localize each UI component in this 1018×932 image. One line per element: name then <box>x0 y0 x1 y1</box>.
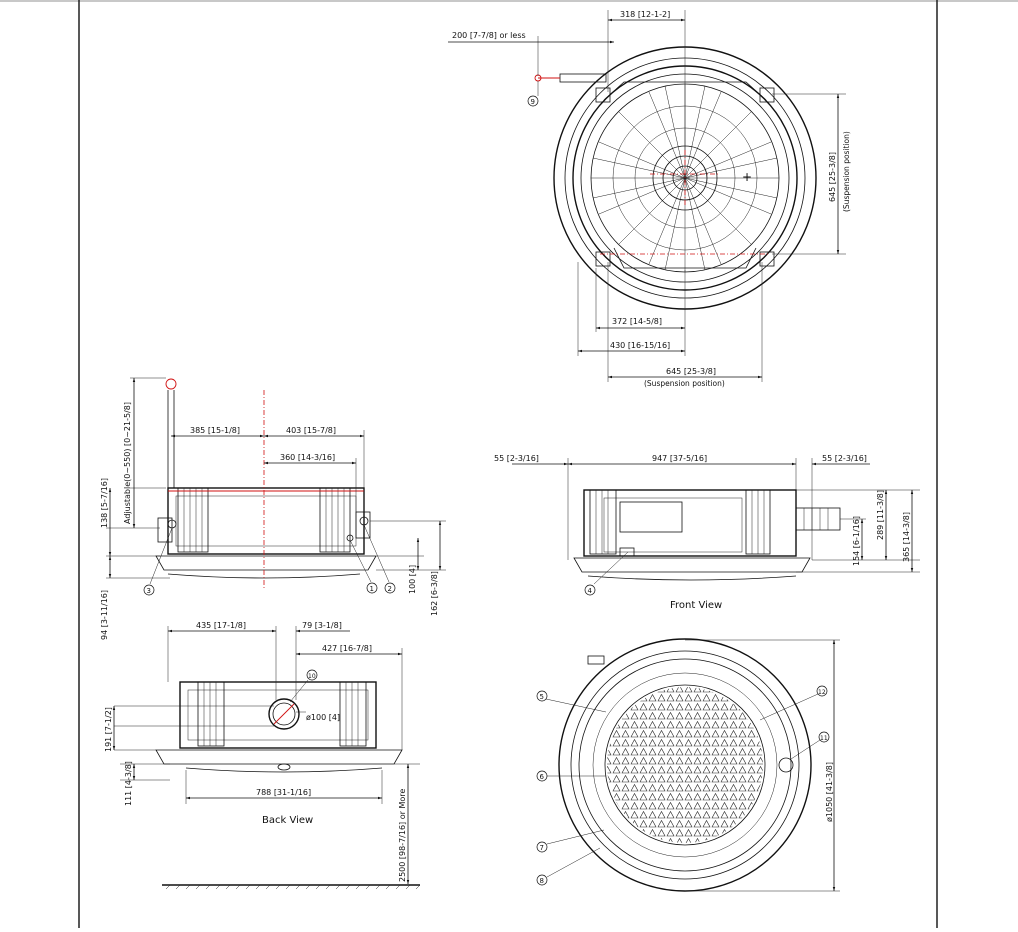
bottom-intake-grille <box>607 687 763 843</box>
side-unit-body <box>167 487 365 555</box>
back-view: 435 [17-1/8] 79 [3-1/8] 427 [16-7/8] ø10… <box>104 621 421 890</box>
side-view: 385 [15-1/8] 403 [15-7/8] 360 [14-3/16] … <box>100 377 446 640</box>
dim-138: 138 [5-7/16] <box>100 478 109 528</box>
dim-435: 435 [17-1/8] <box>196 621 246 630</box>
dim-162: 162 [6-3/8] <box>430 571 439 616</box>
back-unit-body <box>179 681 377 749</box>
back-view-label: Back View <box>262 815 313 826</box>
dim-289: 289 [11-3/8] <box>876 490 885 540</box>
dim-55-left: 55 [2-3/16] <box>494 454 539 463</box>
callout-8 <box>536 874 548 886</box>
dim-100: 100 [4] <box>408 565 417 594</box>
suspension-bracket-tl <box>595 87 611 103</box>
callout-3 <box>143 584 155 596</box>
callout-6 <box>536 770 548 782</box>
suspension-label-v: (Suspension position) <box>842 131 851 212</box>
bottom-view: ø1050 [41-3/8] 5 6 7 8 11 12 <box>536 638 840 892</box>
dim-1050: ø1050 [41-3/8] <box>825 762 834 822</box>
callout-12 <box>816 685 828 697</box>
callout-11 <box>818 731 830 743</box>
front-view-label: Front View <box>670 600 722 611</box>
dim-2500: 2500 [98-7/16] or More <box>398 789 407 882</box>
suspension-bracket-bl <box>595 251 611 267</box>
callout-1 <box>366 582 378 594</box>
svg-text:6: 6 <box>540 773 545 781</box>
svg-text:8: 8 <box>540 877 544 885</box>
svg-text:10: 10 <box>308 673 316 680</box>
drain-pipe-top <box>559 73 607 83</box>
dim-645-horizontal: 645 [25-3/8] <box>666 367 716 376</box>
dim-318: 318 [12-1-2] <box>620 10 670 19</box>
side-bracket-right <box>319 487 351 553</box>
svg-text:1: 1 <box>370 585 374 593</box>
dim-191: 191 [7-1/2] <box>104 707 113 752</box>
dim-111: 111 [4-3/8] <box>124 761 133 806</box>
front-view: 4 55 [2-3/16] 947 [37-5/16] 55 [2-3/16] … <box>494 454 920 611</box>
top-view: + 9 318 [12-1-2] 200 [7-7/8] or less 645… <box>448 10 851 388</box>
back-duct-opening <box>268 698 300 730</box>
svg-text:+: + <box>742 170 752 184</box>
dim-365: 365 [14-3/8] <box>902 512 911 562</box>
svg-text:2: 2 <box>388 585 392 593</box>
dim-360: 360 [14-3/16] <box>280 453 335 462</box>
svg-text:4: 4 <box>588 587 593 595</box>
svg-text:12: 12 <box>818 689 826 696</box>
dim-94: 94 [3-11/16] <box>100 590 109 640</box>
side-hanger-rod <box>165 378 177 390</box>
callout-5 <box>536 690 548 702</box>
dim-403: 403 [15-7/8] <box>286 426 336 435</box>
callout-7 <box>536 841 548 853</box>
suspension-bracket-br <box>759 251 775 267</box>
dim-200: 200 [7-7/8] or less <box>452 31 526 40</box>
dim-79: 79 [3-1/8] <box>302 621 342 630</box>
dim-372: 372 [14-5/8] <box>612 317 662 326</box>
side-bracket-left <box>177 487 209 553</box>
drain-hose-front <box>795 507 841 531</box>
dim-788: 788 [31-1/16] <box>256 788 311 797</box>
suspension-label-h: (Suspension position) <box>644 379 725 388</box>
callout-2 <box>384 582 396 594</box>
dim-947: 947 [37-5/16] <box>652 454 707 463</box>
svg-text:3: 3 <box>147 587 151 595</box>
dim-430: 430 [16-15/16] <box>610 341 670 350</box>
svg-text:5: 5 <box>540 693 544 701</box>
suspension-bracket-tr <box>759 87 775 103</box>
callout-9 <box>527 95 539 107</box>
callout-4 <box>584 584 596 596</box>
dim-phi100: ø100 [4] <box>306 713 340 722</box>
callout-10 <box>306 669 318 681</box>
svg-text:11: 11 <box>820 735 828 742</box>
dim-55-right: 55 [2-3/16] <box>822 454 867 463</box>
dim-645-vertical: 645 [25-3/8] <box>828 152 837 202</box>
bottom-sensor <box>778 757 794 773</box>
dim-adjustable: Adjustable(0~550) [0~21-5/8] <box>123 402 132 524</box>
dim-154: 154 [6-1/16] <box>852 516 861 566</box>
svg-text:7: 7 <box>540 844 544 852</box>
bottom-grille-ring <box>604 684 766 846</box>
svg-text:9: 9 <box>531 98 535 106</box>
dim-427: 427 [16-7/8] <box>322 644 372 653</box>
dim-385: 385 [15-1/8] <box>190 426 240 435</box>
